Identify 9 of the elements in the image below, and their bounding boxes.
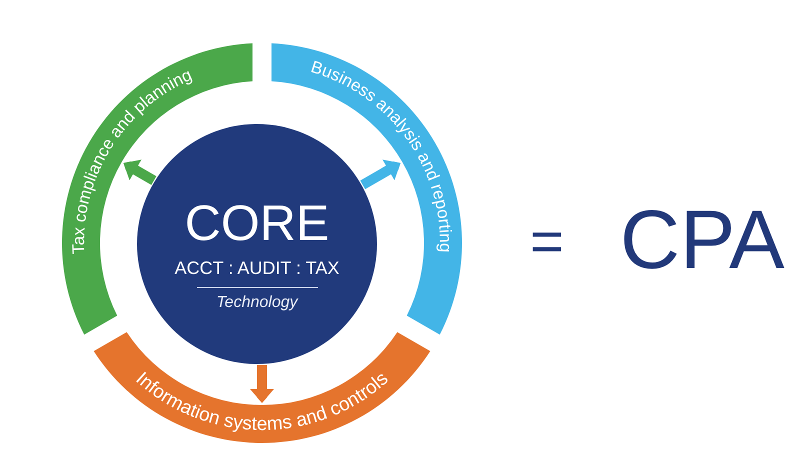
- equals-sign: =: [530, 213, 564, 271]
- arrow: [360, 159, 401, 190]
- arrow: [250, 364, 274, 403]
- core-caption: Technology: [216, 295, 298, 311]
- result-label: CPA: [620, 198, 785, 281]
- ring-segment: [94, 332, 430, 443]
- core-title: CORE: [184, 198, 330, 248]
- core-subtitle: ACCT : AUDIT : TAX: [174, 259, 340, 277]
- arrow: [123, 159, 156, 185]
